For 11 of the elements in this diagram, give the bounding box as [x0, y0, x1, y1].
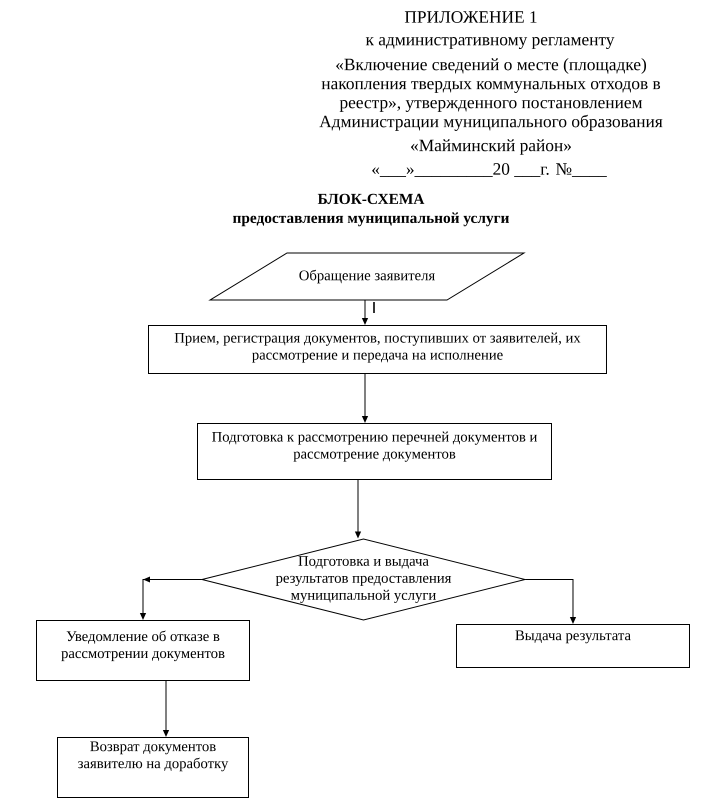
process-box: Уведомление об отказе в рассмотрении документов [36, 620, 250, 681]
appendix-heading: ПРИЛОЖЕНИЕ 1 [404, 11, 537, 23]
process-box: Подготовка к рассмотрению перечней документов и рассмотрение документов [197, 423, 552, 480]
process-box: Возврат документов заявителю на доработку [57, 737, 249, 798]
header-text: «Включение сведений о месте (площадке) накопления твердых коммунальных отходов в реестр», утвержденного постановлением Администрации муниципального образования [319, 58, 662, 131]
header-text: «Майминский район» [411, 139, 571, 155]
header-text: к административному регламенту [366, 37, 614, 49]
process-box: Прием, регистрация документов, поступивших от заявителей, их рассмотрение и передача на исполнение [148, 325, 607, 374]
date-line: «___»_________20 ___г. №____ [372, 163, 607, 177]
diagram-title: БЛОК-СХЕМА предоставления муниципальной услуги [232, 194, 509, 226]
process-box: Выдача результата [456, 624, 690, 668]
